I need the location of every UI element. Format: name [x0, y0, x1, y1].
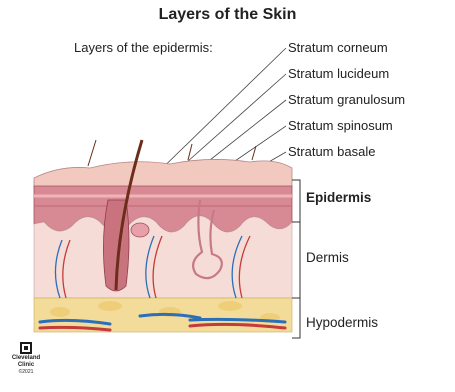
skin-surface — [34, 159, 292, 188]
label-epidermis: Epidermis — [306, 190, 371, 205]
logo-line2: Clinic — [6, 362, 46, 369]
cleveland-clinic-logo: Cleveland Clinic ©2021 — [6, 342, 46, 375]
sebaceous-gland — [131, 223, 149, 237]
logo-line1: Cleveland — [6, 355, 46, 362]
logo-mark-icon — [20, 342, 32, 354]
label-dermis: Dermis — [306, 250, 349, 265]
logo-copyright: ©2021 — [6, 369, 46, 375]
layer-brackets — [292, 180, 300, 338]
label-hypodermis: Hypodermis — [306, 315, 378, 330]
